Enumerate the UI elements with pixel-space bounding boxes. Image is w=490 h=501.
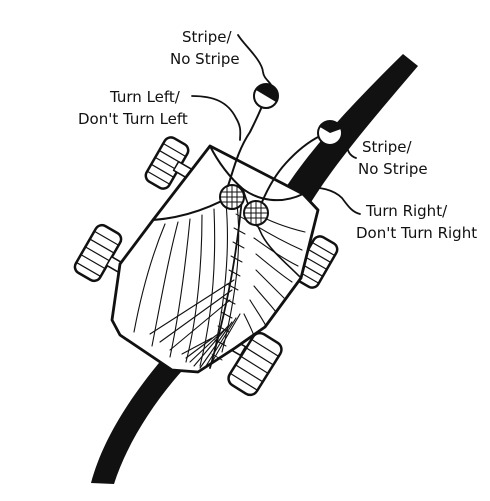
label-left-turn-line2: Don't Turn Left xyxy=(78,110,188,128)
right-sensor-eye xyxy=(243,200,269,226)
wheel-rear-left xyxy=(73,223,123,283)
robot-chassis xyxy=(110,144,320,374)
wheel-front-right xyxy=(293,235,339,289)
label-right-turn-line1: Turn Right/ xyxy=(365,202,448,220)
leader-right-sensor xyxy=(341,122,357,159)
label-right-sensor-line1: Stripe/ xyxy=(362,138,412,156)
leader-right-turn xyxy=(301,186,361,215)
leader-left-sensor xyxy=(237,34,274,91)
label-left-sensor-line2: No Stripe xyxy=(170,50,240,68)
label-right-turn-line2: Don't Turn Right xyxy=(356,224,477,242)
leader-left-turn xyxy=(191,95,242,141)
label-right-sensor-line2: No Stripe xyxy=(358,160,428,178)
right-sensor-head xyxy=(317,120,343,146)
right-antenna-wire xyxy=(261,135,321,203)
label-left-sensor-line1: Stripe/ xyxy=(182,28,232,46)
wheel-rear-right xyxy=(227,331,283,397)
label-left-turn-line1: Turn Left/ xyxy=(109,88,181,106)
left-sensor-eye xyxy=(219,184,245,210)
left-sensor-head xyxy=(253,83,279,109)
